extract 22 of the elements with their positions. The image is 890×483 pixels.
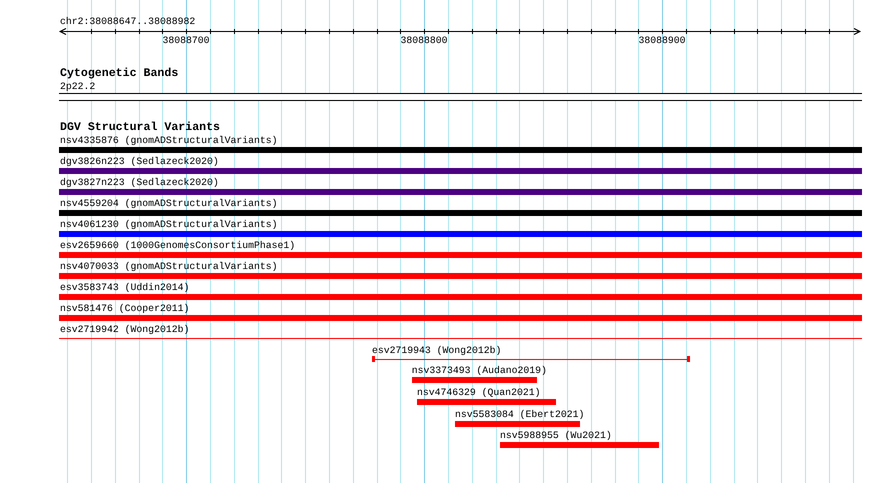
feature-label: nsv4061230 (gnomADStructuralVariants) xyxy=(60,219,278,230)
axis-tick-label: 38088700 xyxy=(162,34,210,46)
feature-label: nsv581476 (Cooper2011) xyxy=(60,303,190,314)
feature-label: esv2659660 (1000GenomesConsortiumPhase1) xyxy=(60,240,296,252)
axis-tick-label: 38088800 xyxy=(400,34,448,46)
band-label: 2p22.2 xyxy=(60,80,96,92)
feature-label: nsv4746329 (Quan2021) xyxy=(417,386,540,398)
axis-tick-label: 38088900 xyxy=(638,34,686,46)
feature-label: esv3583743 (Uddin2014) xyxy=(60,282,190,294)
feature-label: esv2719943 (Wong2012b) xyxy=(372,345,502,356)
track-title: Cytogenetic Bands xyxy=(60,66,178,80)
track-title: DGV Structural Variants xyxy=(60,120,220,134)
feature-label: nsv3373493 (Audano2019) xyxy=(412,365,547,376)
coordinate-label: chr2:38088647..38088982 xyxy=(60,16,196,27)
feature-label: dgv3826n223 (Sedlazeck2020) xyxy=(60,156,219,168)
feature-label: nsv4070033 (gnomADStructuralVariants) xyxy=(60,261,278,272)
feature-label: dgv3827n223 (Sedlazeck2020) xyxy=(60,177,219,188)
feature-label: nsv4559204 (gnomADStructuralVariants) xyxy=(60,198,278,210)
feature-label: nsv4335876 (gnomADStructuralVariants) xyxy=(60,135,278,146)
feature-label: nsv5988955 (Wu2021) xyxy=(500,430,612,442)
feature-label: esv2719942 (Wong2012b) xyxy=(60,324,190,336)
feature-label: nsv5583084 (Ebert2021) xyxy=(455,408,584,420)
